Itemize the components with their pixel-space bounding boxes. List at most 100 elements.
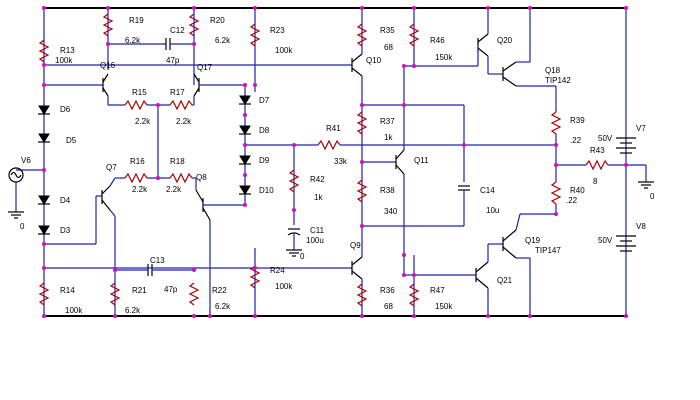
resistor-R41 (317, 139, 341, 151)
label-R17: R17 (170, 88, 185, 97)
transistor-Q11 (395, 149, 405, 175)
resistor-R23 (249, 23, 261, 47)
value-R22: 6.2k (215, 302, 231, 311)
transistor-Q17 (193, 73, 200, 97)
label-R19: R19 (129, 16, 144, 25)
transistor-Q10 (351, 53, 363, 77)
label-R36: R36 (380, 286, 395, 295)
ground-v6 (8, 211, 24, 219)
label-R24: R24 (270, 266, 285, 275)
label-C13: C13 (150, 256, 165, 265)
label-R13: R13 (60, 46, 75, 55)
resistor-R36 (356, 283, 368, 307)
label-Q20: Q20 (497, 36, 513, 45)
resistor-R16 (124, 172, 148, 184)
value-R37: 1k (384, 133, 393, 142)
label-R18: R18 (170, 157, 185, 166)
transistor-Q20 (477, 33, 489, 57)
capacitor-C13 (147, 264, 153, 276)
label-Q16: Q16 (100, 61, 116, 70)
label-R43: R43 (590, 146, 605, 155)
value-R17: 2.2k (176, 117, 192, 126)
value-Q19: TIP147 (535, 246, 561, 255)
value-C13: 47p (164, 285, 178, 294)
diode-D9 (239, 155, 251, 165)
label-R22: R22 (212, 286, 227, 295)
label-C14: C14 (480, 186, 495, 195)
resistor-R39 (550, 111, 562, 135)
label-D7: D7 (259, 96, 270, 105)
capacitor-C12 (165, 38, 171, 50)
label-Q9: Q9 (350, 241, 361, 250)
label-C11: C11 (310, 226, 325, 235)
diode-D7 (239, 95, 251, 105)
value-R13: 100k (55, 56, 73, 65)
label-Q21: Q21 (497, 276, 513, 285)
value-R21: 6.2k (125, 306, 141, 315)
resistor-R22 (188, 282, 200, 306)
label-V7: V7 (636, 124, 646, 133)
value-R14: 100k (65, 306, 83, 315)
label-R38: R38 (380, 186, 395, 195)
diode-D4 (38, 195, 50, 205)
label-Q10: Q10 (366, 56, 382, 65)
label-D5: D5 (66, 136, 77, 145)
value-R35: 68 (384, 43, 393, 52)
label-D10: D10 (259, 186, 274, 195)
battery-V7 (616, 137, 636, 154)
value-R39: .22 (570, 136, 582, 145)
label-Q7: Q7 (106, 163, 117, 172)
resistor-R14 (38, 282, 50, 306)
diode-D8 (239, 125, 251, 135)
value-R42: 1k (314, 193, 323, 202)
diode-D6 (38, 105, 50, 115)
value-C12: 47p (166, 56, 180, 65)
label-D3: D3 (60, 226, 71, 235)
ground-label-v6: 0 (20, 222, 25, 231)
capacitor-C14 (458, 185, 470, 191)
value-R19: 6.2k (125, 36, 141, 45)
battery-V8 (616, 235, 636, 252)
value-R36: 68 (384, 302, 393, 311)
value-R20: 6.2k (215, 36, 231, 45)
resistor-R15 (124, 99, 148, 111)
ground-label-output: 0 (650, 192, 655, 201)
label-R41: R41 (326, 124, 341, 133)
label-R16: R16 (130, 157, 145, 166)
resistor-R46 (408, 23, 420, 47)
label-Q11: Q11 (414, 156, 429, 165)
resistor-R19 (102, 13, 114, 37)
label-R15: R15 (132, 88, 147, 97)
diode-D5 (38, 133, 50, 143)
label-R47: R47 (430, 286, 445, 295)
label-Q8: Q8 (196, 173, 207, 182)
value-R43: 8 (593, 177, 598, 186)
transistor-Q21 (475, 261, 489, 289)
label-R40: R40 (570, 186, 585, 195)
diode-D10 (239, 185, 251, 195)
ground-output (638, 181, 654, 189)
resistor-R24 (249, 265, 261, 289)
resistor-R35 (356, 23, 368, 47)
value-V7: 50V (598, 134, 613, 143)
resistor-R20 (188, 13, 200, 37)
resistor-R47 (408, 283, 420, 307)
ground-c11 (286, 249, 302, 257)
value-C14: 10u (486, 206, 499, 215)
label-D6: D6 (60, 105, 71, 114)
label-V8: V8 (636, 222, 646, 231)
value-V8: 50V (598, 236, 613, 245)
value-R41: 33k (334, 157, 348, 166)
label-D4: D4 (60, 196, 71, 205)
transistor-Q7 (101, 185, 111, 211)
value-R40: .22 (566, 196, 578, 205)
resistor-R17 (169, 99, 193, 111)
label-R39: R39 (570, 116, 585, 125)
value-C11: 100u (306, 236, 324, 245)
value-R16: 2.2k (132, 185, 148, 194)
transistor-Q16 (102, 73, 109, 97)
label-Q19: Q19 (525, 236, 541, 245)
diode-D3 (38, 225, 50, 235)
value-R24: 100k (275, 282, 293, 291)
